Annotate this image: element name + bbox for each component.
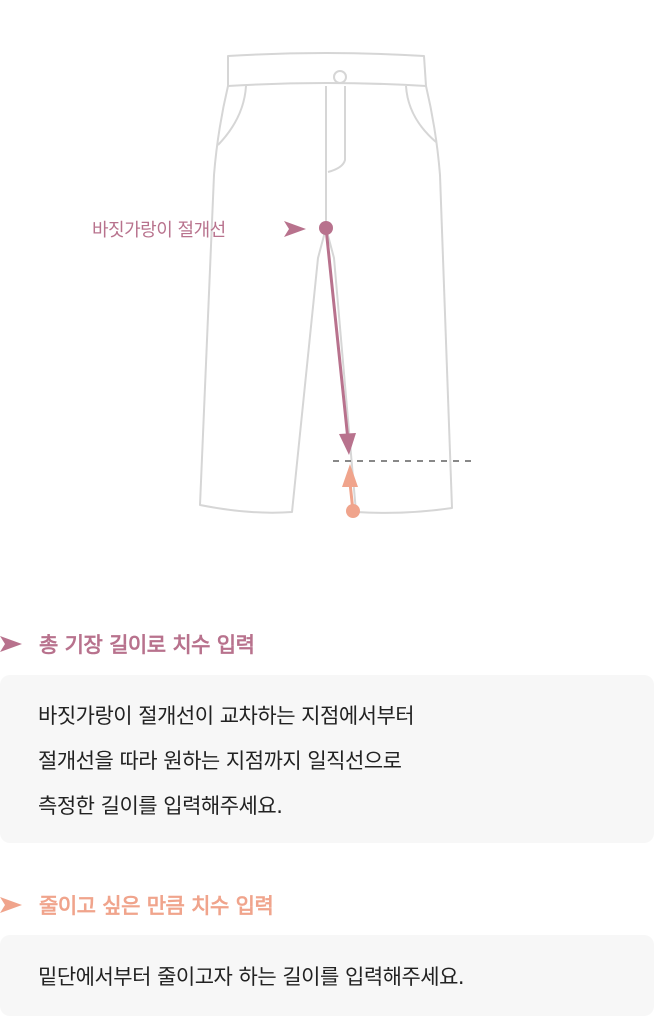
description-line: 밑단에서부터 줄이고자 하는 길이를 입력해주세요. [38, 964, 465, 989]
pants-outline-icon [199, 52, 472, 518]
section-total-length-card: 바짓가랑이 절개선이 교차하는 지점에서부터 절개선을 따라 원하는 지점까지 … [0, 675, 654, 843]
section-title: 총 기장 길이로 치수 입력 [39, 633, 255, 657]
description-line: 측정한 길이를 입력해주세요. [38, 794, 283, 818]
measure-arrow-icon [319, 221, 356, 455]
button-icon [333, 70, 347, 84]
description-line: 절개선을 따라 원하는 지점까지 일직선으로 [38, 749, 402, 773]
pants-measure-diagram: 바짓가랑이 절개선 [92, 52, 472, 518]
section-shorten-card: 밑단에서부터 줄이고자 하는 길이를 입력해주세요. [0, 935, 654, 1016]
section-arrow-icon [0, 636, 22, 652]
description-line: 바짓가랑이 절개선이 교차하는 지점에서부터 [38, 704, 415, 728]
section-arrow-icon [0, 897, 22, 913]
shorten-arrow-icon [342, 464, 360, 518]
section-shorten-header: 줄이고 싶은 만큼 치수 입력 [0, 890, 274, 920]
pointer-arrow-icon [284, 221, 306, 237]
section-title: 줄이고 싶은 만큼 치수 입력 [39, 894, 274, 918]
section-total-length-header: 총 기장 길이로 치수 입력 [0, 629, 255, 659]
crotch-seam-label: 바짓가랑이 절개선 [92, 220, 226, 241]
